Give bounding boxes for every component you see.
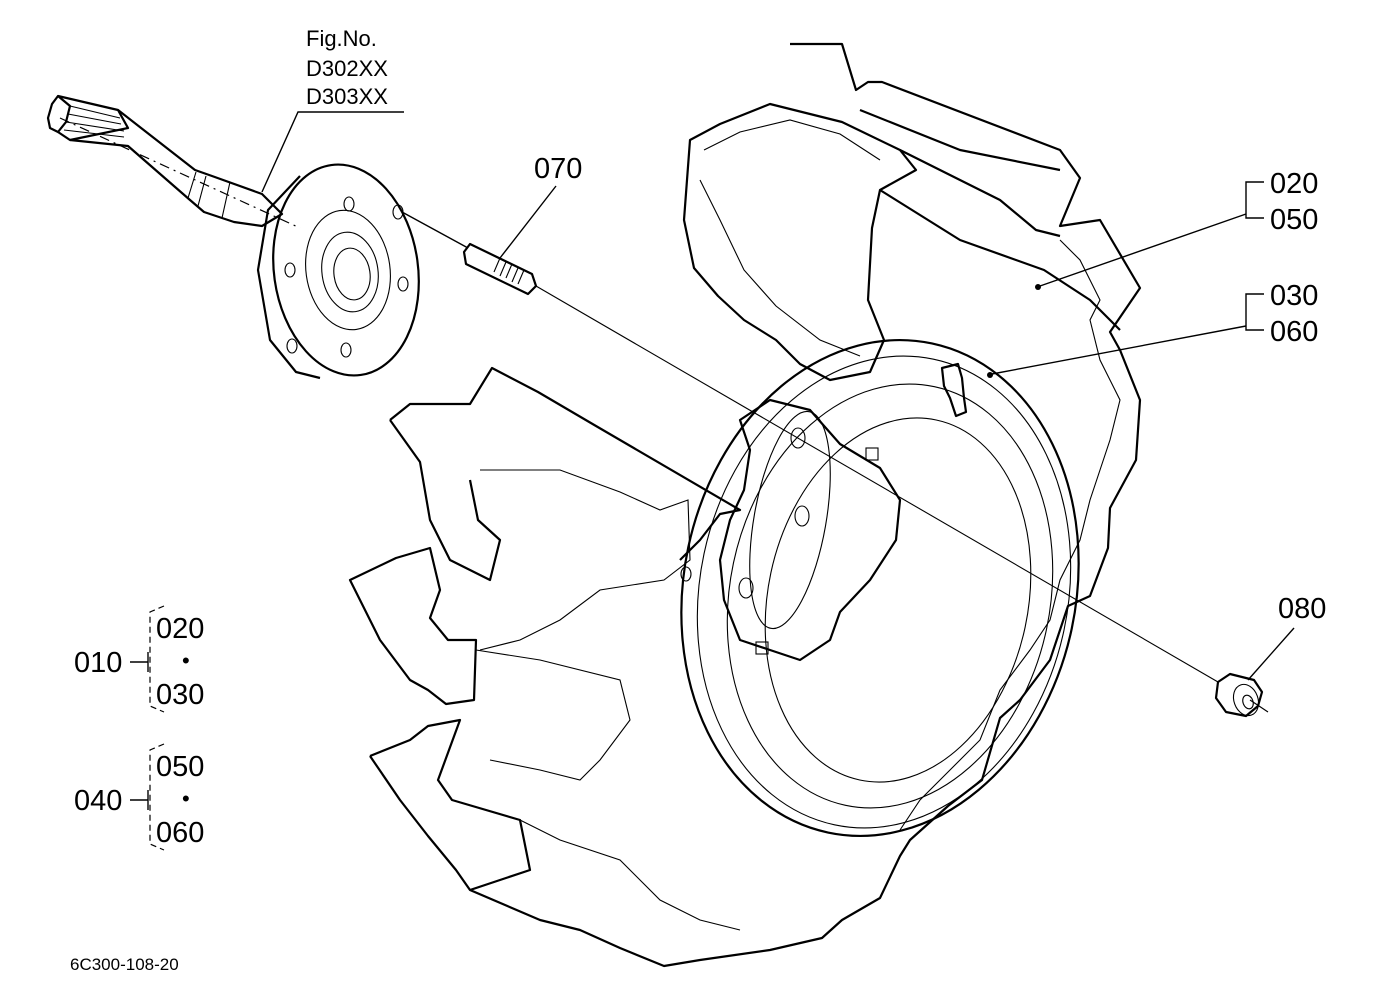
assembly-040-separator: •: [182, 786, 190, 811]
fig-leader-line: [261, 111, 404, 193]
assembly-010-part-2: 030: [156, 679, 204, 711]
assembly-040-id: 040: [74, 785, 122, 817]
callout-030-060: 030 060: [987, 280, 1318, 378]
assembly-040-part-2: 060: [156, 817, 204, 849]
assembly-axis-line: [535, 285, 1219, 683]
flange-bolt-holes: [284, 196, 409, 358]
assembly-010-separator: •: [182, 648, 190, 673]
assembly-010-part-1: 020: [156, 613, 204, 645]
fig-code-2: D303XX: [306, 84, 388, 109]
callout-070: 070: [499, 153, 582, 259]
fig-code-1: D302XX: [306, 56, 388, 81]
tire: [348, 42, 1142, 968]
tire-cut-section-upper: [682, 102, 918, 382]
assembly-010-id: 010: [74, 647, 122, 679]
callout-070-label: 070: [534, 153, 582, 185]
callout-080-label: 080: [1278, 593, 1326, 625]
wheel-nut: [1214, 672, 1264, 718]
callout-050-label: 050: [1270, 204, 1318, 236]
rim-center-disc: [718, 398, 902, 662]
callout-080: 080: [1247, 593, 1326, 681]
valve-stem: [940, 362, 968, 418]
fig-number-block: Fig.No. D302XX D303XX: [261, 26, 404, 193]
callout-030-label: 030: [1270, 280, 1318, 312]
callout-020-label: 020: [1270, 168, 1318, 200]
shaft-spline-end: [46, 94, 72, 134]
fig-no-label: Fig.No.: [306, 26, 377, 51]
rim-bolt-holes: [680, 427, 879, 655]
wheel-rim: [680, 338, 1080, 838]
rim-outer-edge: [680, 338, 1080, 838]
stud-bolt: [401, 211, 538, 296]
drawing-code: 6C300-108-20: [70, 955, 179, 974]
axle-shaft: [46, 94, 301, 229]
callout-020-050: 020 050: [1035, 168, 1318, 290]
tire-outer-outline: [369, 42, 1142, 968]
callout-060-label: 060: [1270, 316, 1318, 348]
hub-flange: [256, 163, 420, 380]
assembly-040-part-1: 050: [156, 751, 204, 783]
flange-rim: [256, 175, 321, 380]
assembly-legend-040: 040 050 • 060: [74, 743, 204, 851]
assembly-legend-010: 010 020 • 030: [74, 605, 204, 713]
